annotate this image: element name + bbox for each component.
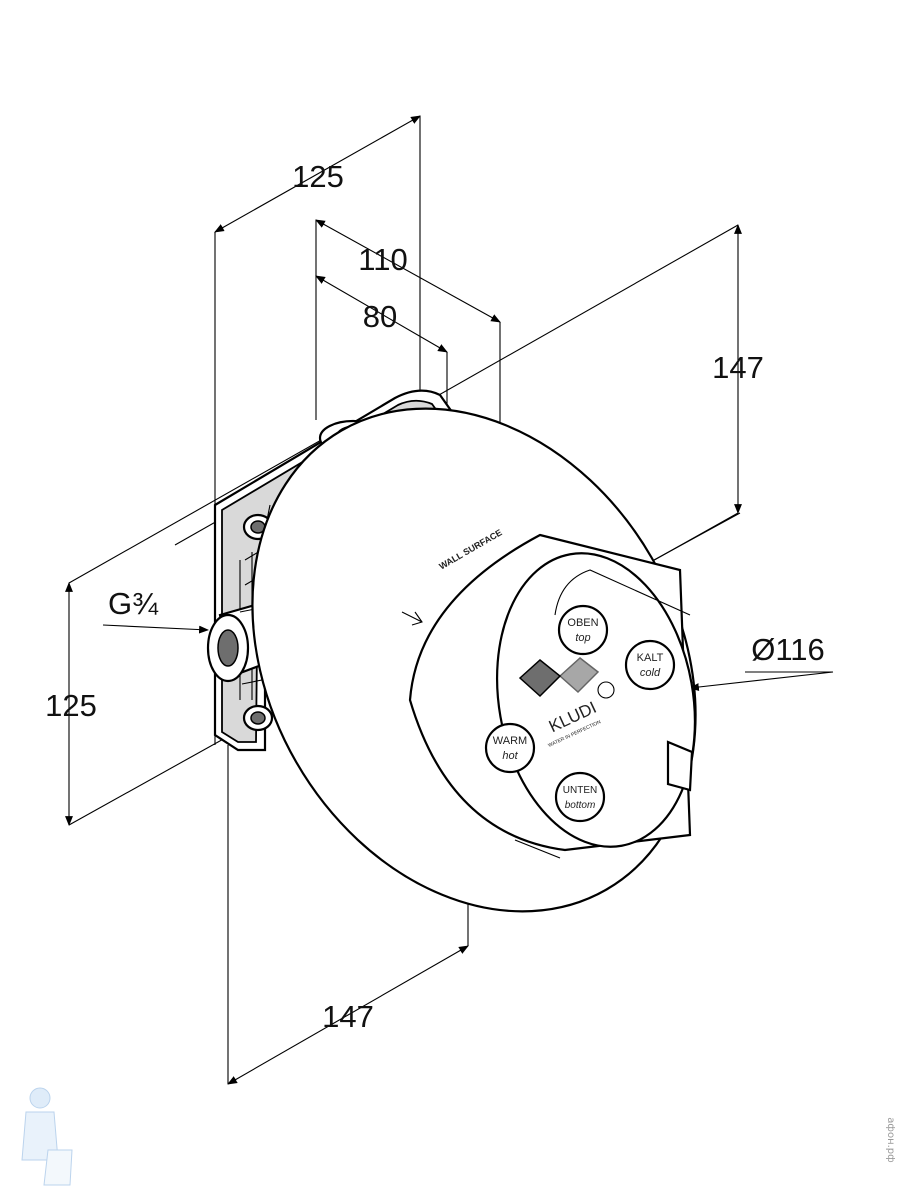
wall-pointer-icon [401,611,423,626]
svg-text:KALT: KALT [637,652,664,664]
dim-110: 110 [358,242,407,277]
svg-text:hot: hot [502,750,518,762]
svg-text:WARM: WARM [493,735,527,747]
dimension-labels: 125 110 80 147 125 147 Ø116 G¾ [45,159,825,1034]
svg-text:UNTEN: UNTEN [563,785,597,796]
port-unten: UNTEN bottom [554,771,606,823]
port-kalt: KALT cold [624,639,676,691]
dim-80: 80 [363,299,397,334]
svg-text:top: top [575,632,590,644]
svg-text:OBEN: OBEN [567,617,598,629]
svg-text:cold: cold [640,667,661,679]
plumber-mascot-watermark [21,1087,73,1186]
connector-box: OBEN top KALT cold WARM hot UNTEN bottom… [401,527,697,859]
port-oben: OBEN top [557,604,609,656]
svg-text:bottom: bottom [565,800,596,811]
dim-bottom-147: 147 [322,999,374,1034]
watermark-side-text: афон.рф [885,1117,896,1162]
port-warm: WARM hot [484,722,536,774]
dim-diameter-116: Ø116 [751,632,825,667]
dim-top-125: 125 [292,159,344,194]
dim-thread-g34: G¾ [108,586,159,621]
dim-right-147: 147 [712,350,764,385]
dim-left-125: 125 [45,688,97,723]
